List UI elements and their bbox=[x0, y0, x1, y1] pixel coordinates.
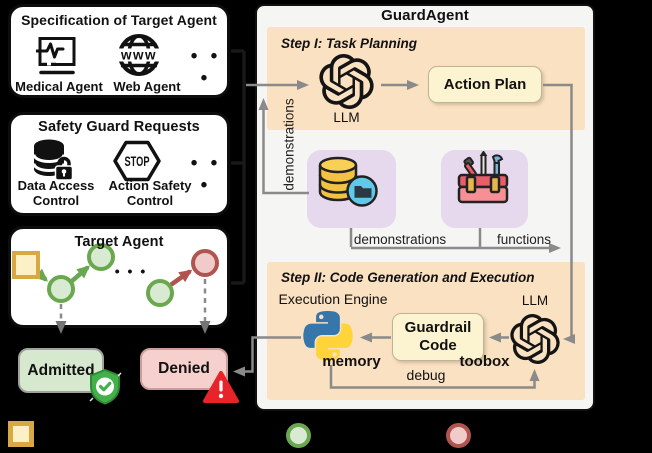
llm-label-step1: LLM bbox=[333, 110, 360, 125]
database-lock-icon bbox=[32, 139, 74, 181]
web-agent-label: Web Agent bbox=[113, 79, 181, 94]
legend-red-node bbox=[446, 423, 471, 448]
left-bracket bbox=[231, 49, 246, 285]
shield-check-icon bbox=[89, 368, 122, 405]
llm-label-step2: LLM bbox=[521, 293, 549, 308]
web-agent-globe-icon: www bbox=[118, 34, 160, 76]
agent-node-green-2 bbox=[87, 243, 115, 271]
step2-title: Step II: Code Generation and Execution bbox=[281, 270, 535, 285]
guardagent-title: GuardAgent bbox=[381, 7, 469, 24]
guardrail-code-label: Guardrail Code bbox=[404, 319, 472, 354]
data-access-control-label: Data Access Control bbox=[17, 178, 95, 208]
admitted-label: Admitted bbox=[27, 361, 95, 379]
step1-title: Step I: Task Planning bbox=[281, 36, 418, 51]
execution-engine-label: Execution Engine bbox=[278, 291, 388, 307]
target-ellipsis-dots: • • • bbox=[114, 263, 148, 279]
toolbox-icon bbox=[457, 151, 509, 204]
memory-database-icon bbox=[318, 156, 378, 207]
debug-label: debug bbox=[406, 367, 446, 383]
safety-box-title: Safety Guard Requests bbox=[38, 119, 200, 135]
demonstrations-vertical-label: demonstrations bbox=[281, 98, 297, 191]
denied-label: Denied bbox=[158, 360, 210, 377]
agent-node-green-3 bbox=[146, 279, 174, 307]
memory-label: memory bbox=[322, 353, 381, 370]
safety-ellipsis-dots: • • • bbox=[190, 153, 222, 196]
python-icon bbox=[303, 310, 353, 361]
target-agent-box: Target Agent bbox=[8, 226, 230, 328]
functions-label: functions bbox=[496, 232, 552, 247]
target-box-title: Target Agent bbox=[74, 234, 164, 250]
stop-sign-icon: STOP bbox=[113, 140, 161, 182]
guardrail-code-box: Guardrail Code bbox=[392, 313, 484, 361]
stop-text: STOP bbox=[125, 153, 150, 169]
agent-node-red bbox=[191, 249, 219, 277]
toobox-label: toobox bbox=[459, 353, 510, 370]
medical-agent-label: Medical Agent bbox=[15, 79, 103, 94]
admitted-box: Admitted bbox=[18, 348, 104, 393]
spec-box-title: Specification of Target Agent bbox=[21, 12, 217, 28]
start-node-square bbox=[12, 251, 40, 279]
action-safety-control-label: Action Safety Control bbox=[108, 178, 192, 208]
action-plan-label: Action Plan bbox=[443, 76, 527, 93]
legend-green-node bbox=[286, 423, 311, 448]
medical-agent-icon bbox=[36, 37, 76, 75]
warning-triangle-icon bbox=[203, 371, 239, 403]
globe-www-text: www bbox=[120, 48, 157, 63]
agent-node-green-1 bbox=[47, 275, 75, 303]
llm-openai-icon-step1 bbox=[319, 54, 374, 109]
legend-start-square bbox=[8, 421, 34, 447]
spec-ellipsis-dots: • • • bbox=[190, 46, 222, 89]
safety-guard-requests-box: Safety Guard Requests bbox=[8, 112, 230, 216]
demonstrations-label: demonstrations bbox=[353, 232, 447, 247]
action-plan-box: Action Plan bbox=[428, 66, 542, 103]
